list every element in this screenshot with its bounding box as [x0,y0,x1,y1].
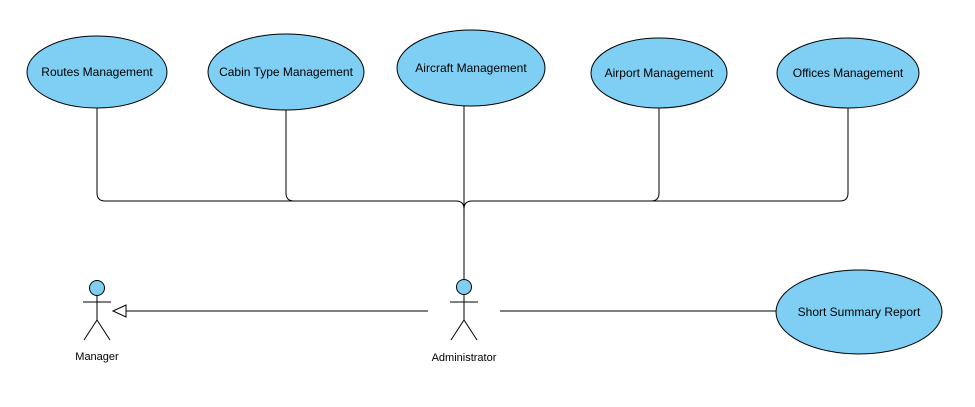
association-airport[interactable] [463,108,660,210]
association-routes[interactable] [96,108,465,210]
use-case-cabin-type[interactable]: Cabin Type Management [207,33,365,111]
actor-administrator-label: Administrator [432,352,497,364]
use-case-routes-ellipse [26,35,168,109]
use-case-offices[interactable]: Offices Management [776,37,920,109]
association-cabin-type[interactable] [285,110,456,202]
use-case-airport[interactable]: Airport Management [590,37,728,109]
use-case-cabin-type-label: Cabin Type Management [219,65,354,79]
use-case-cabin-type-ellipse [207,33,365,111]
use-case-routes-label: Routes Management [41,65,153,79]
use-case-airport-ellipse [590,37,728,109]
use-case-short-summary[interactable]: Short Summary Report [775,269,943,355]
association-tree [96,106,849,312]
use-case-aircraft-ellipse [396,29,546,107]
actor-administrator-icon [450,279,478,341]
actor-manager[interactable]: Manager [75,280,119,364]
association-offices[interactable] [472,108,849,202]
use-case-routes[interactable]: Routes Management [26,35,168,109]
use-case-offices-ellipse [776,37,920,109]
use-case-short-summary-ellipse [775,269,943,355]
actor-manager-icon [83,280,111,341]
use-case-short-summary-label: Short Summary Report [798,305,921,319]
use-case-aircraft[interactable]: Aircraft Management [396,29,546,107]
generalization-arrowhead [111,304,127,318]
actor-administrator[interactable]: Administrator [432,279,497,365]
use-case-offices-label: Offices Management [793,66,904,80]
use-case-airport-label: Airport Management [605,66,714,80]
actor-manager-label: Manager [75,351,119,363]
use-case-aircraft-label: Aircraft Management [415,61,527,75]
